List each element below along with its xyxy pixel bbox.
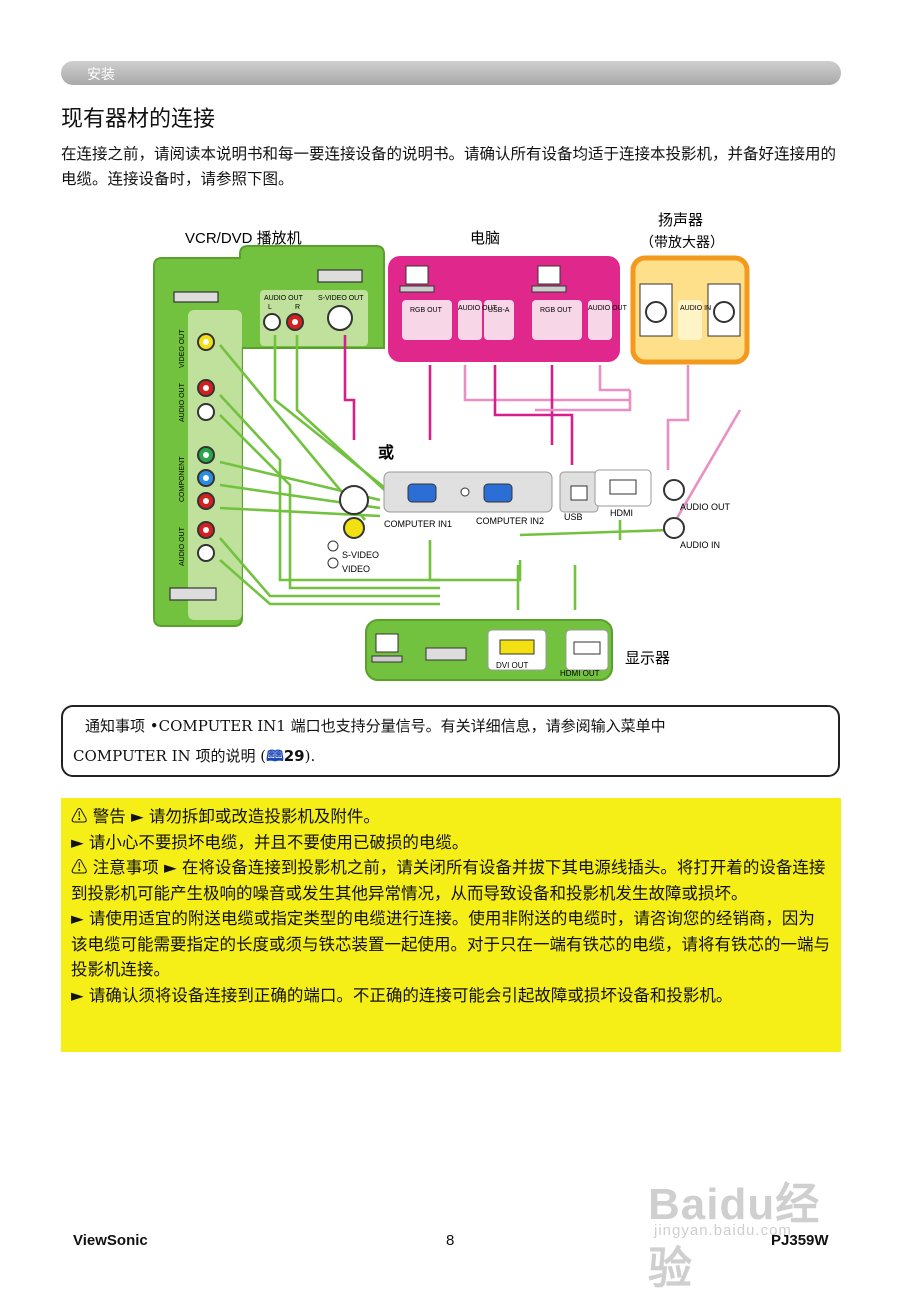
vcr-r-label: R <box>295 304 300 311</box>
warning-item: ► 请使用适宜的附送电缆或指定类型的电缆进行连接。使用非附送的电缆时，请咨询您的… <box>71 909 830 979</box>
note-box: 通知事项 •COMPUTER IN1 端口也支持分量信号。有关详细信息，请参阅输… <box>61 705 840 777</box>
warning-item: ⚠ 警告 ► 请勿拆卸或改造投影机及附件。 <box>71 807 380 826</box>
book-icon: 🕮 <box>266 747 284 765</box>
projector-audio-in-label: AUDIO IN <box>680 540 720 550</box>
footer-brand: ViewSonic <box>73 1232 148 1249</box>
footer-page-number: 8 <box>446 1232 455 1249</box>
vcr-audio-out-side-label-2: AUDIO OUT <box>179 526 186 566</box>
pc-rgb-out-2-label: RGB OUT <box>540 307 573 314</box>
pc-rgb-out-1-label: RGB OUT <box>410 307 443 314</box>
speaker-group-sublabel: （带放大器） <box>640 234 724 250</box>
projector-hdmi-label: HDMI <box>610 508 633 518</box>
warning-box: ⚠ 警告 ► 请勿拆卸或改造投影机及附件。 ► 请小心不要损坏电缆，并且不要使用… <box>61 798 841 1052</box>
projector-panel <box>327 469 685 569</box>
projector-audio-out-label: AUDIO OUT <box>680 502 731 512</box>
warning-item: ⚠ 注意事项 ► 在将设备连接到投影机之前，请关闭所有设备并拔下其电源线插头。将… <box>71 858 826 903</box>
pc-panel <box>388 256 620 362</box>
page-title: 现有器材的连接 <box>61 107 216 132</box>
monitor-panel <box>365 619 613 681</box>
vcr-dvd-panel <box>153 245 385 627</box>
note-line-2: COMPUTER IN 项的说明 (🕮29). <box>73 745 315 771</box>
connection-diagram: VCR/DVD 播放机 电脑 扬声器 （带放大器） 显示器 或 AUDIO OU… <box>153 211 750 681</box>
footer-model: PJ359W <box>771 1232 829 1249</box>
page-reference-link[interactable]: 29 <box>283 747 305 765</box>
speaker-panel <box>630 255 750 365</box>
pc-group-label: 电脑 <box>470 230 500 247</box>
projector-svideo-label: S-VIDEO <box>342 550 379 560</box>
or-label: 或 <box>378 443 394 462</box>
pc-audio-out-1-label: AUDIO OUT <box>458 305 498 312</box>
note-line-2-prefix: COMPUTER IN 项的说明 ( <box>73 747 267 765</box>
intro-paragraph: 在连接之前，请阅读本说明书和每一要连接设备的说明书。请确认所有设备均适于连接本投… <box>61 145 837 188</box>
projector-in2-label: COMPUTER IN2 <box>476 516 544 526</box>
watermark-url: jingyan.baidu.com <box>654 1222 792 1239</box>
vcr-svideo-out-label: S-VIDEO OUT <box>318 295 364 302</box>
vcr-audio-out-label: AUDIO OUT <box>264 295 304 302</box>
section-header-bar: 安装 <box>61 61 841 85</box>
pc-audio-out-2-label: AUDIO OUT <box>588 305 628 312</box>
warning-item: ► 请确认须将设备连接到正确的端口。不正确的连接可能会引起故障或损坏设备和投影机… <box>71 985 733 1005</box>
speaker-group-label: 扬声器 <box>658 211 703 229</box>
vcr-audio-out-side-label: AUDIO OUT <box>179 382 186 422</box>
projector-video-label: VIDEO <box>342 564 370 574</box>
vcr-l-label: L <box>268 304 272 311</box>
monitor-dvi-out-label: DVI OUT <box>496 661 529 670</box>
projector-in1-label: COMPUTER IN1 <box>384 519 452 529</box>
speaker-audio-in-label: AUDIO IN <box>680 305 711 312</box>
projector-usb-label: USB <box>564 512 583 522</box>
warning-item: ► 请小心不要损坏电缆，并且不要使用已破损的电缆。 <box>71 832 469 852</box>
note-line-1: 通知事项 •COMPUTER IN1 端口也支持分量信号。有关详细信息，请参阅输… <box>85 717 666 735</box>
monitor-hdmi-out-label: HDMI OUT <box>560 669 600 678</box>
vcr-video-out-label: VIDEO OUT <box>179 329 186 368</box>
pc-usba-label: USB-A <box>488 307 510 314</box>
vcr-component-label: COMPONENT <box>179 456 186 502</box>
note-line-2-suffix: ). <box>304 747 316 765</box>
section-label: 安装 <box>87 67 115 83</box>
monitor-group-label: 显示器 <box>625 650 670 667</box>
vcr-group-label: VCR/DVD 播放机 <box>185 230 302 247</box>
